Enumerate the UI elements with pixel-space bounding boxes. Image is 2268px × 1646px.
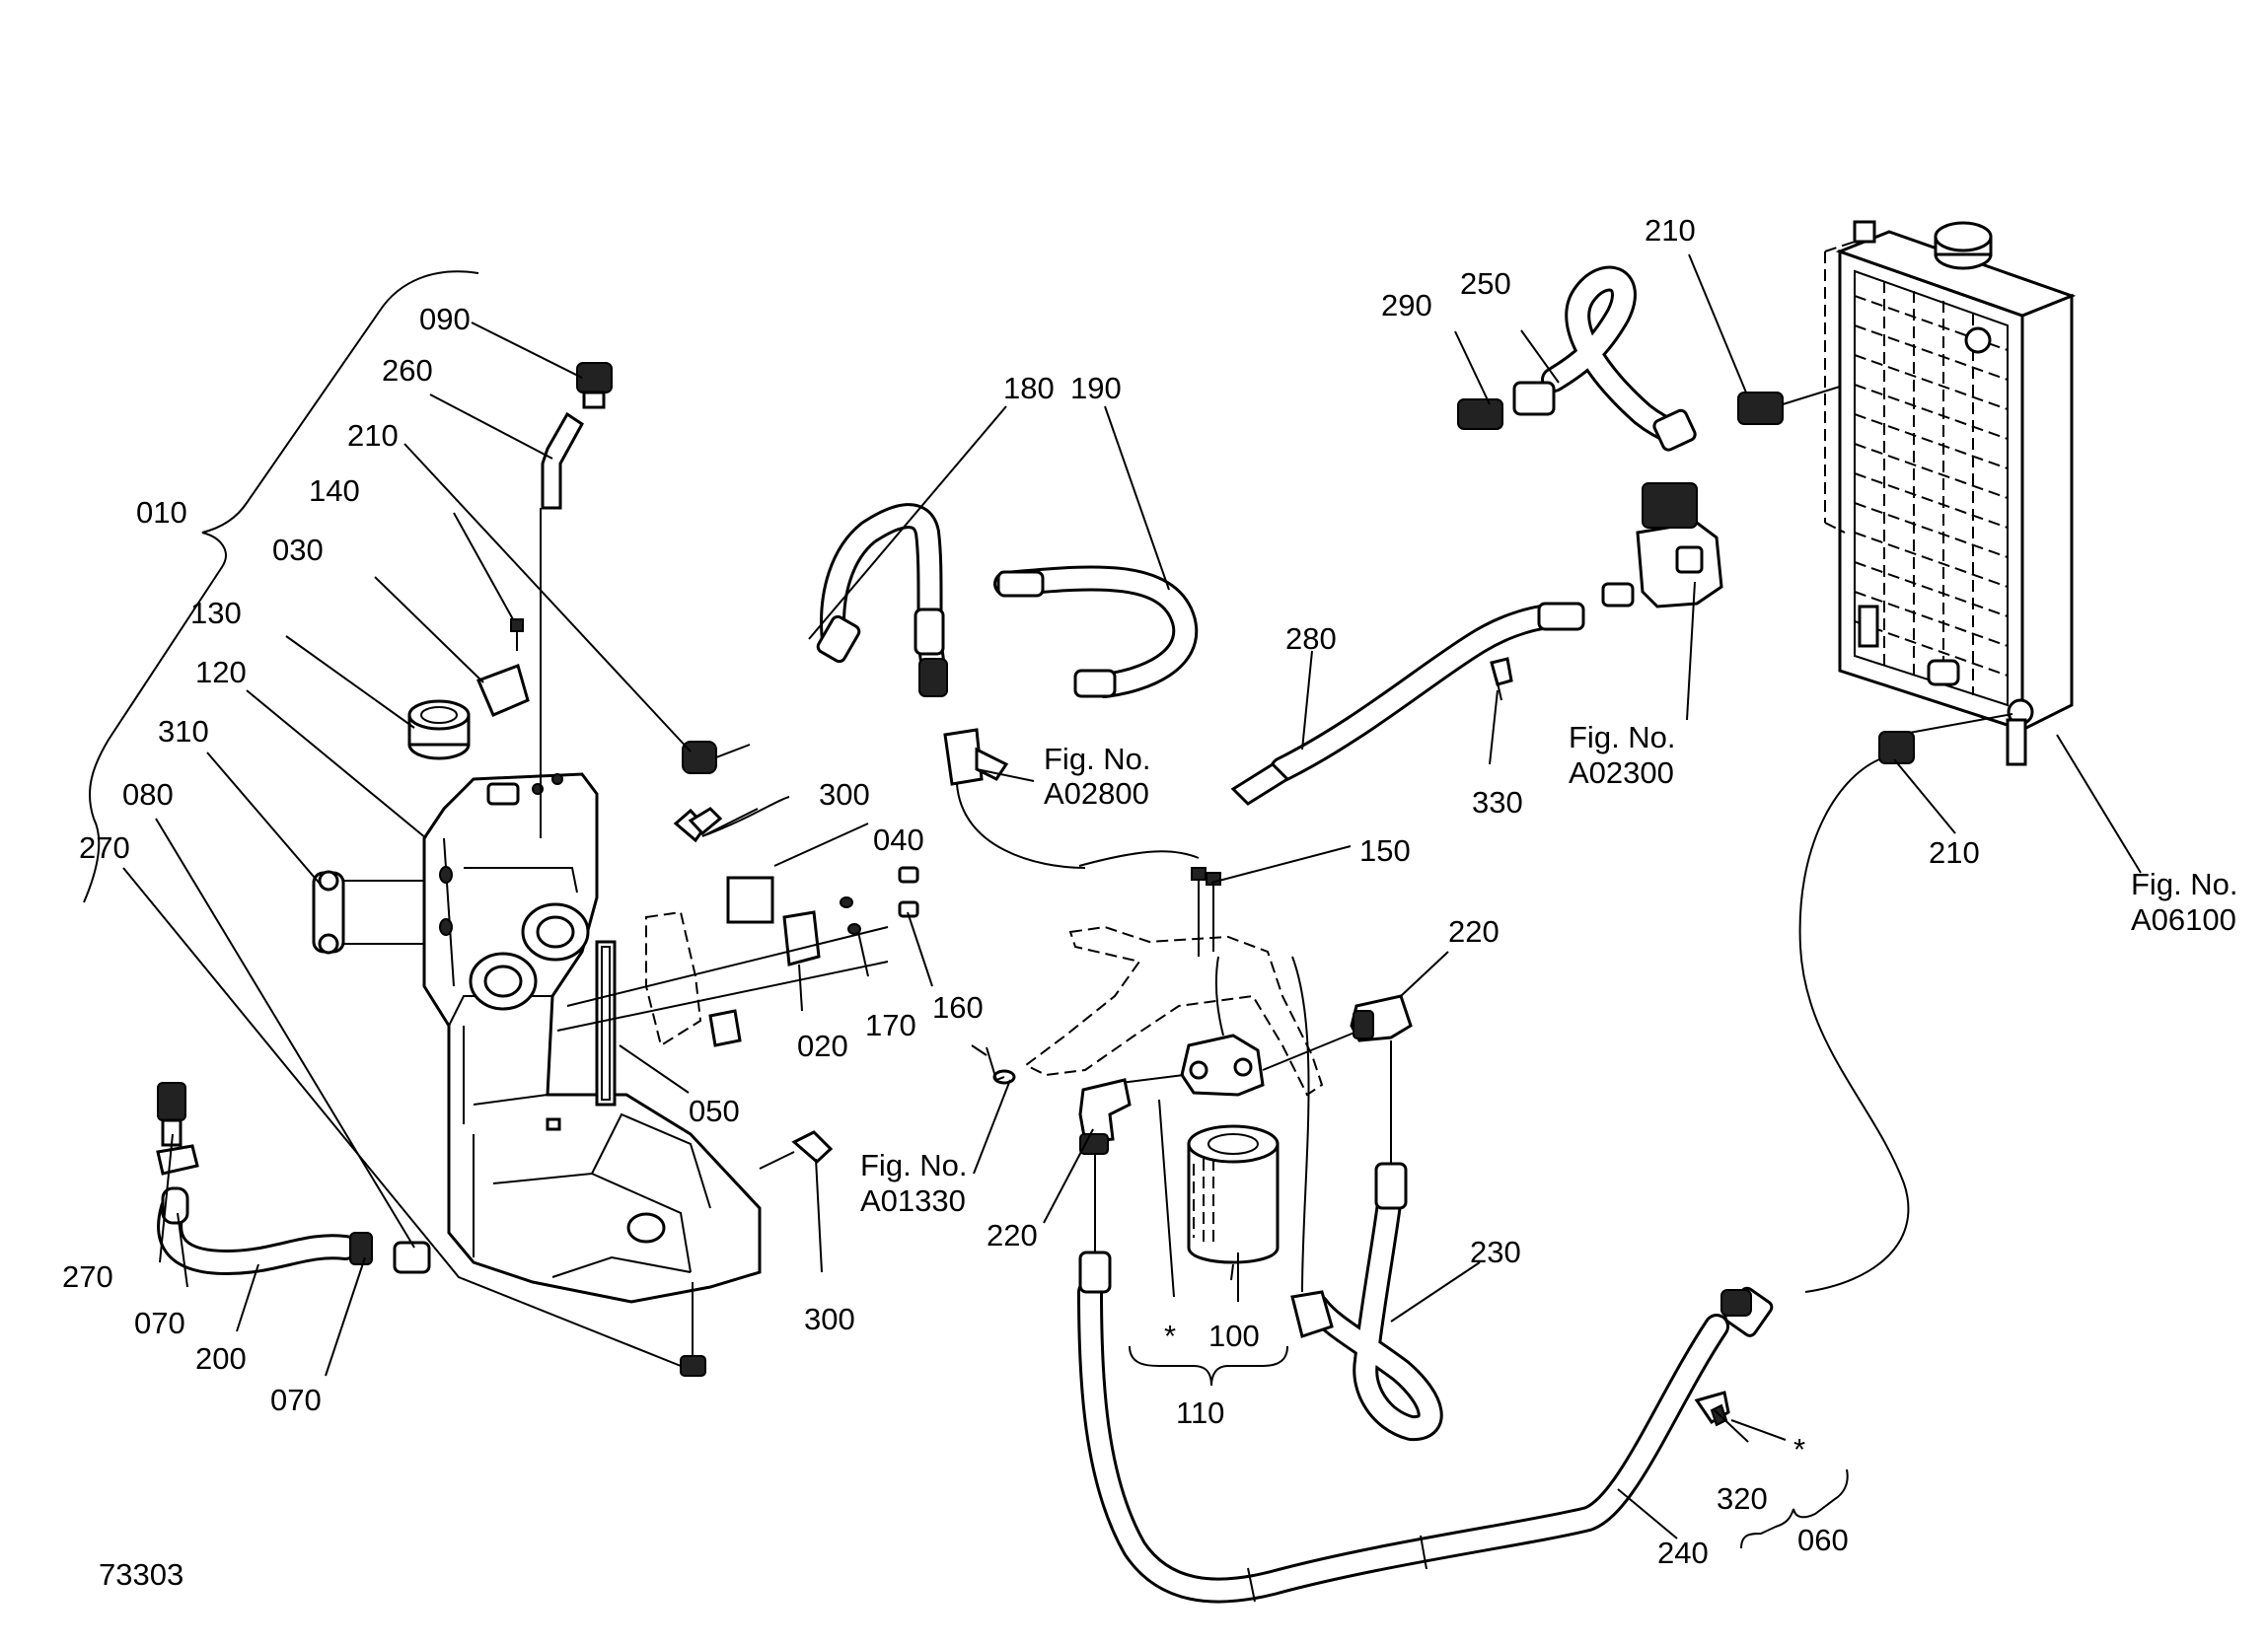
reference-a02800: Fig. No. A02800 — [1044, 742, 1151, 811]
cooler-core — [1854, 269, 2009, 707]
callout-170: 170 — [865, 1008, 916, 1042]
callout-280: 280 — [1285, 621, 1337, 656]
svg-text:Fig. No.: Fig. No. — [1569, 720, 1676, 754]
hose-200 — [157, 1195, 358, 1275]
callout-330: 330 — [1472, 785, 1523, 820]
callout-300: 300 — [804, 1302, 855, 1336]
callout-200: 200 — [195, 1341, 247, 1376]
hoses — [157, 265, 1729, 1604]
callout-270: 270 — [62, 1259, 113, 1294]
reference-a02300: Fig. No. A02300 — [1569, 720, 1676, 790]
bracket-010 — [83, 270, 479, 903]
callout-010: 010 — [136, 495, 187, 530]
washers-screws — [840, 866, 919, 935]
bolt-310 — [312, 870, 424, 955]
hose-240-end — [1720, 1286, 1774, 1337]
suction-fittings — [156, 1082, 431, 1274]
hose-190 — [993, 565, 1199, 698]
callouts: 090 260 210 140 030 130 010 120 310 080 … — [62, 213, 1980, 1570]
svg-text:A06100: A06100 — [2131, 902, 2236, 937]
svg-text:Fig. No.: Fig. No. — [860, 1148, 968, 1182]
callout-190: 190 — [1070, 371, 1122, 405]
hose-250 — [1541, 265, 1690, 447]
drawing-number: 73303 — [99, 1557, 183, 1592]
callout-260: 260 — [382, 353, 433, 388]
hose-ends — [816, 570, 1117, 869]
callout-300: 300 — [819, 777, 870, 812]
drain-plug — [680, 1282, 706, 1377]
valve-block — [1230, 482, 1723, 806]
callout-250: 250 — [1460, 266, 1511, 301]
elbow-220-left — [1078, 1078, 1132, 1294]
reference-a01330: Fig. No. A01330 — [860, 1148, 968, 1218]
oil-cooler — [1824, 220, 2077, 766]
callout-270: 270 — [79, 830, 130, 865]
callout-030: 030 — [272, 533, 324, 567]
fitting-210-cooler-return — [1798, 731, 1915, 1293]
svg-text:Fig. No.: Fig. No. — [2131, 867, 2238, 901]
callout-320: 320 — [1717, 1481, 1768, 1516]
hose-240 — [1077, 1279, 1729, 1604]
callout-150: 150 — [1359, 833, 1411, 868]
filter-bracket — [992, 867, 1324, 1097]
filler-cap — [407, 699, 471, 760]
callout-040: 040 — [873, 823, 924, 857]
svg-text:A02800: A02800 — [1044, 776, 1149, 811]
breather-090 — [540, 362, 613, 838]
bracket-110 — [1129, 1345, 1288, 1387]
callout-070: 070 — [134, 1306, 185, 1340]
callout-210: 210 — [1929, 835, 1980, 870]
callout-060: 060 — [1797, 1523, 1849, 1557]
fitting-300-upper — [673, 807, 723, 843]
callout-210: 210 — [347, 418, 399, 453]
callout-230: 230 — [1470, 1235, 1521, 1269]
sight-gauge — [556, 876, 889, 1107]
svg-text:Fig. No.: Fig. No. — [1044, 742, 1151, 776]
fitting-210-tank — [682, 741, 751, 774]
clamp-320 — [1694, 1391, 1730, 1427]
callout-130: 130 — [190, 596, 242, 630]
callout-080: 080 — [122, 777, 174, 812]
callout-290: 290 — [1381, 288, 1432, 322]
bracket-060 — [1740, 1468, 1849, 1549]
figure-references: Fig. No. A02800 Fig. No. A02300 Fig. No.… — [860, 720, 2238, 1218]
svg-text:A02300: A02300 — [1569, 755, 1674, 790]
callout-070: 070 — [270, 1383, 322, 1417]
fitting-300-lower — [759, 1130, 834, 1170]
star-marker: * — [1164, 1319, 1176, 1353]
callout-210: 210 — [1645, 213, 1696, 248]
star-marker: * — [1793, 1432, 1805, 1467]
reference-a06100: Fig. No. A06100 — [2131, 867, 2238, 937]
callout-140: 140 — [309, 473, 360, 508]
callout-180: 180 — [1003, 371, 1055, 405]
callout-020: 020 — [797, 1029, 848, 1063]
callout-110: 110 — [1176, 1396, 1224, 1430]
callout-100: 100 — [1208, 1319, 1260, 1353]
svg-text:A01330: A01330 — [860, 1183, 966, 1218]
callout-220: 220 — [987, 1218, 1038, 1252]
hose-180 — [820, 503, 945, 674]
callout-220: 220 — [1448, 914, 1500, 949]
bracket-030 — [476, 618, 530, 717]
hydraulic-tank — [422, 772, 762, 1304]
filter-cartridge — [1187, 1124, 1280, 1264]
hose-280 — [1270, 604, 1567, 782]
elbow-220-right — [1290, 956, 1413, 1338]
callout-120: 120 — [195, 655, 247, 689]
callout-240: 240 — [1657, 1536, 1709, 1570]
callout-090: 090 — [419, 302, 471, 336]
leader-lines — [122, 253, 2142, 1539]
filter-head — [1104, 956, 1372, 1097]
cooler-fittings — [1457, 344, 1974, 452]
hose-230 — [1304, 1176, 1443, 1441]
callout-310: 310 — [158, 714, 209, 749]
callout-160: 160 — [932, 990, 984, 1025]
callout-050: 050 — [689, 1094, 740, 1128]
